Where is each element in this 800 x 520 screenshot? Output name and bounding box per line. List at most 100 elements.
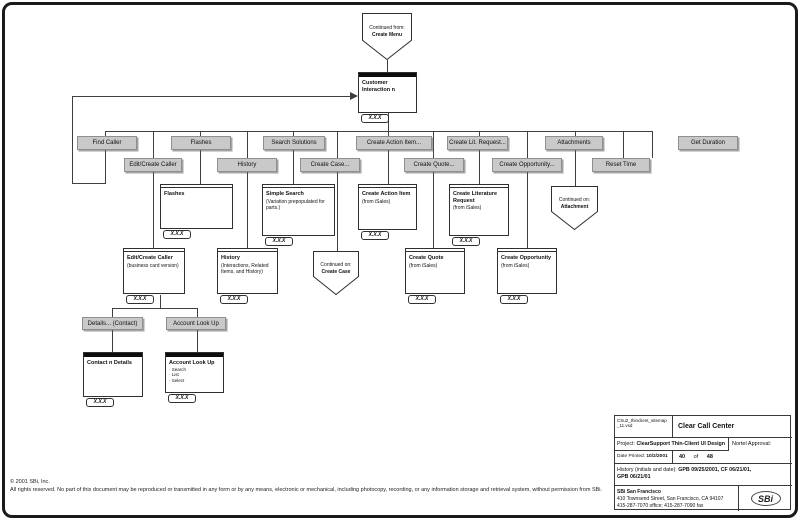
page-tab-create-quote-box: X.X.X — [408, 295, 436, 304]
box-title: Create Action Item — [362, 191, 411, 197]
connector-line — [200, 131, 201, 185]
connector-line — [293, 131, 294, 185]
action-label-attachments: Attachments — [545, 136, 603, 150]
date-printed-field: Date Printed: 10/2/2001 — [615, 451, 673, 464]
action-label-history: History — [217, 158, 277, 172]
arrowhead-icon — [350, 92, 358, 100]
action-label-create-action-item: Create Action Item... — [356, 136, 432, 150]
action-label-get-duration: Get Duration — [678, 136, 738, 150]
pentagon-text: Continued on:Create Case — [320, 262, 352, 275]
copyright-line1: © 2001 SBi, Inc. — [10, 479, 50, 485]
title-block: CSu2_thinclient_sitemap _11.vsd Clear Ca… — [614, 415, 792, 511]
box-flashes-box: Flashes — [160, 184, 233, 229]
copyright-line2: All rights reserved. No part of this doc… — [10, 487, 603, 493]
box-title: Contact n Details — [87, 360, 132, 366]
box-create-action-item-box: Create Action Item(from iSales) — [358, 184, 417, 230]
connector-line — [247, 131, 248, 249]
action-label-find-caller: Find Caller — [77, 136, 137, 150]
box-subtext: (from iSales) — [501, 262, 530, 269]
connector-line — [160, 295, 161, 308]
box-create-opportunity-box: Create Opportunity(from iSales) — [497, 248, 557, 294]
connector-line — [479, 131, 480, 185]
action-label-flashes: Flashes — [171, 136, 231, 150]
page-number: 40 of 48 — [673, 451, 729, 464]
pentagon-continued-on-attachment: Continued on:Attachment — [551, 186, 598, 230]
sbi-logo: SBi — [739, 486, 792, 511]
connector-line — [72, 183, 106, 184]
box-subtext: (business card version) — [127, 262, 179, 269]
project-field: Project: ClearSupport Thin-Client UI Des… — [615, 438, 729, 451]
box-title: Create Quote — [409, 255, 444, 261]
action-label-create-opportunity: Create Opportunity... — [492, 158, 562, 172]
connector-line — [197, 308, 198, 353]
connector-line — [112, 308, 198, 309]
box-title: Account Look Up — [169, 360, 215, 366]
page-tab-create-opportunity-box: X.X.X — [500, 295, 528, 304]
page-tab-flashes-box: X.X.X — [163, 230, 191, 239]
connector-line — [112, 308, 113, 353]
document-title: Clear Call Center — [673, 416, 792, 438]
page-tab-edit-create-caller-box: X.X.X — [126, 295, 154, 304]
connector-line — [652, 131, 653, 158]
pentagon-text: Continued from:Create Menu — [369, 25, 405, 38]
connector-line — [153, 131, 154, 249]
connector-line — [72, 96, 73, 184]
action-label-create-lit-request: Create Lit. Request... — [447, 136, 508, 150]
connector-line — [337, 131, 338, 252]
page-tab-create-action-item-box: X.X.X — [361, 231, 389, 240]
box-subtext: (from iSales) — [453, 205, 482, 212]
box-title: Create Literature Request — [453, 191, 498, 204]
action-label-reset-time: Reset Time — [592, 158, 650, 172]
connector-line — [388, 113, 389, 131]
action-label-details-contact: Details... (Contact) — [82, 317, 143, 330]
connector-line — [105, 131, 106, 183]
connector-line — [575, 131, 576, 187]
approval-field: Nortel Approval: — [729, 438, 792, 464]
box-bullet-item: · Search — [169, 366, 187, 372]
box-bullet-item: · Select — [169, 378, 185, 384]
box-title: Customer Interaction n — [362, 80, 396, 93]
box-title: Flashes — [164, 191, 185, 197]
box-contact-n-details-box: Contact n Details — [83, 352, 143, 397]
box-subtext: (Interactions, Related Items, and Histor… — [221, 262, 269, 275]
page-tab-customer-interaction: X.X.X — [361, 114, 389, 123]
company-address: SBi San Francisco 410 Townsend Street, S… — [615, 486, 739, 511]
pentagon-continued-from-create-menu: Continued from:Create Menu — [362, 13, 412, 60]
page-tab-create-literature-request-box: X.X.X — [452, 237, 480, 246]
connector-line — [388, 131, 389, 185]
box-simple-search-box: Simple Search(Variation prepopulated for… — [262, 184, 335, 236]
page-tab-account-look-up-box: X.X.X — [168, 394, 196, 403]
page-tab-history-box: X.X.X — [220, 295, 248, 304]
box-subtext: (Variation prepopulated for parts.) — [266, 198, 325, 211]
sbi-logo-icon: SBi — [750, 491, 781, 506]
box-history-box: History(Interactions, Related Items, and… — [217, 248, 278, 294]
connector-line — [433, 131, 434, 249]
box-title: Edit/Create Caller — [127, 255, 173, 261]
history-field: History (initials and date): GPB 09/25/2… — [615, 464, 792, 486]
action-label-create-quote: Create Quote... — [404, 158, 464, 172]
action-label-create-case: Create Case... — [300, 158, 360, 172]
box-bullet-item: · List — [169, 372, 179, 378]
box-title: Create Opportunity — [501, 255, 552, 261]
pentagon-continued-on-create-case: Continued on:Create Case — [313, 251, 359, 295]
connector-line — [105, 131, 653, 132]
box-edit-create-caller-box: Edit/Create Caller(business card version… — [123, 248, 185, 294]
connector-line — [623, 131, 624, 172]
action-label-account-look-up: Account Look Up — [166, 317, 226, 330]
box-create-quote-box: Create Quote(from iSales) — [405, 248, 465, 294]
action-label-edit-create-caller: Edit/Create Caller — [124, 158, 182, 172]
connector-line — [527, 131, 528, 249]
connector-line — [72, 96, 352, 97]
box-create-literature-request-box: Create Literature Request(from iSales) — [449, 184, 509, 236]
action-label-search-solutions: Search Solutions — [263, 136, 325, 150]
file-name: CSu2_thinclient_sitemap _11.vsd — [615, 416, 673, 438]
box-title: Simple Search — [266, 191, 304, 197]
box-subtext: (from iSales) — [409, 262, 438, 269]
box-subtext: (from iSales) — [362, 198, 391, 205]
box-title: History — [221, 255, 240, 261]
pentagon-text: Continued on:Attachment — [558, 197, 591, 210]
box-customer-interaction: Customer Interaction n — [358, 72, 417, 113]
page-tab-simple-search-box: X.X.X — [265, 237, 293, 246]
page-tab-contact-n-details-box: X.X.X — [86, 398, 114, 407]
